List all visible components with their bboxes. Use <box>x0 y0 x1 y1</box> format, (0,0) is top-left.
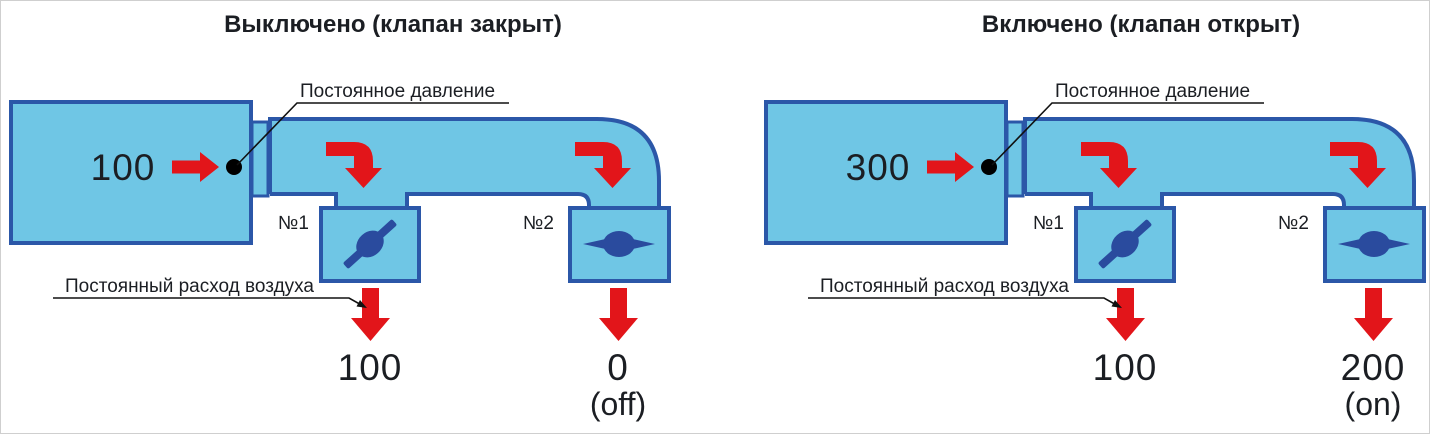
flow-leader-arrowhead <box>1111 300 1122 308</box>
duct-outline-bottom-left <box>270 192 338 208</box>
damper-closed-icon <box>1338 231 1410 257</box>
duct-body <box>1025 119 1414 211</box>
duct-body <box>270 119 659 211</box>
branch1-value: 100 <box>1093 347 1158 388</box>
duct-outline-bottom-left <box>1025 192 1093 208</box>
flow-label: Постоянный расход воздуха <box>820 276 1069 297</box>
duct-connector <box>1005 120 1025 198</box>
pressure-label: Постоянное давление <box>1055 81 1250 102</box>
branch1-label: №1 <box>278 213 309 234</box>
duct-outline-top <box>1023 117 1416 208</box>
branch-flow-arrow-icon <box>575 142 631 188</box>
branch1-value: 100 <box>338 347 403 388</box>
supply-value: 300 <box>846 147 911 188</box>
duct-connector <box>250 120 270 198</box>
branch2-value: 0 <box>607 347 629 388</box>
outflow-arrow-icon <box>1354 288 1393 341</box>
branch2-state: (off) <box>590 386 646 422</box>
branch1-label: №1 <box>1033 213 1064 234</box>
diagram-title: Выключено (клапан закрыт) <box>224 11 562 38</box>
branch2-state: (on) <box>1345 386 1402 422</box>
branch2-value: 200 <box>1341 347 1406 388</box>
duct-outline-bottom-mid <box>1160 192 1346 208</box>
supply-value: 100 <box>91 147 156 188</box>
flow-leader-line <box>808 297 1121 308</box>
damper-open-icon <box>343 219 397 269</box>
diagram-title: Включено (клапан открыт) <box>982 11 1300 38</box>
duct-outline-bottom-mid <box>405 192 591 208</box>
diagram-valve-open: Включено (клапан открыт) 300 Постоянное … <box>756 1 1429 433</box>
supply-arrow-icon <box>927 152 974 182</box>
branch-flow-arrow-icon <box>1081 142 1137 188</box>
duct-outline-top <box>268 117 661 208</box>
outflow-arrow-icon <box>1106 288 1145 341</box>
branch2-label: №2 <box>523 213 554 234</box>
outflow-arrow-icon <box>599 288 638 341</box>
branch-flow-arrow-icon <box>326 142 382 188</box>
supply-arrow-icon <box>172 152 219 182</box>
damper-open-icon <box>1098 219 1152 269</box>
diagram-valve-closed: Выключено (клапан закрыт) 100 Постоянное… <box>1 1 676 433</box>
damper-closed-icon <box>583 231 655 257</box>
branch-flow-arrow-icon <box>1330 142 1386 188</box>
branch2-label: №2 <box>1278 213 1309 234</box>
pressure-leader-line <box>991 102 1264 166</box>
flow-label: Постоянный расход воздуха <box>65 276 314 297</box>
flow-leader-line <box>53 297 366 308</box>
pressure-leader-line <box>236 102 509 166</box>
outflow-arrow-icon <box>351 288 390 341</box>
flow-leader-arrowhead <box>356 300 367 308</box>
pressure-label: Постоянное давление <box>300 81 495 102</box>
